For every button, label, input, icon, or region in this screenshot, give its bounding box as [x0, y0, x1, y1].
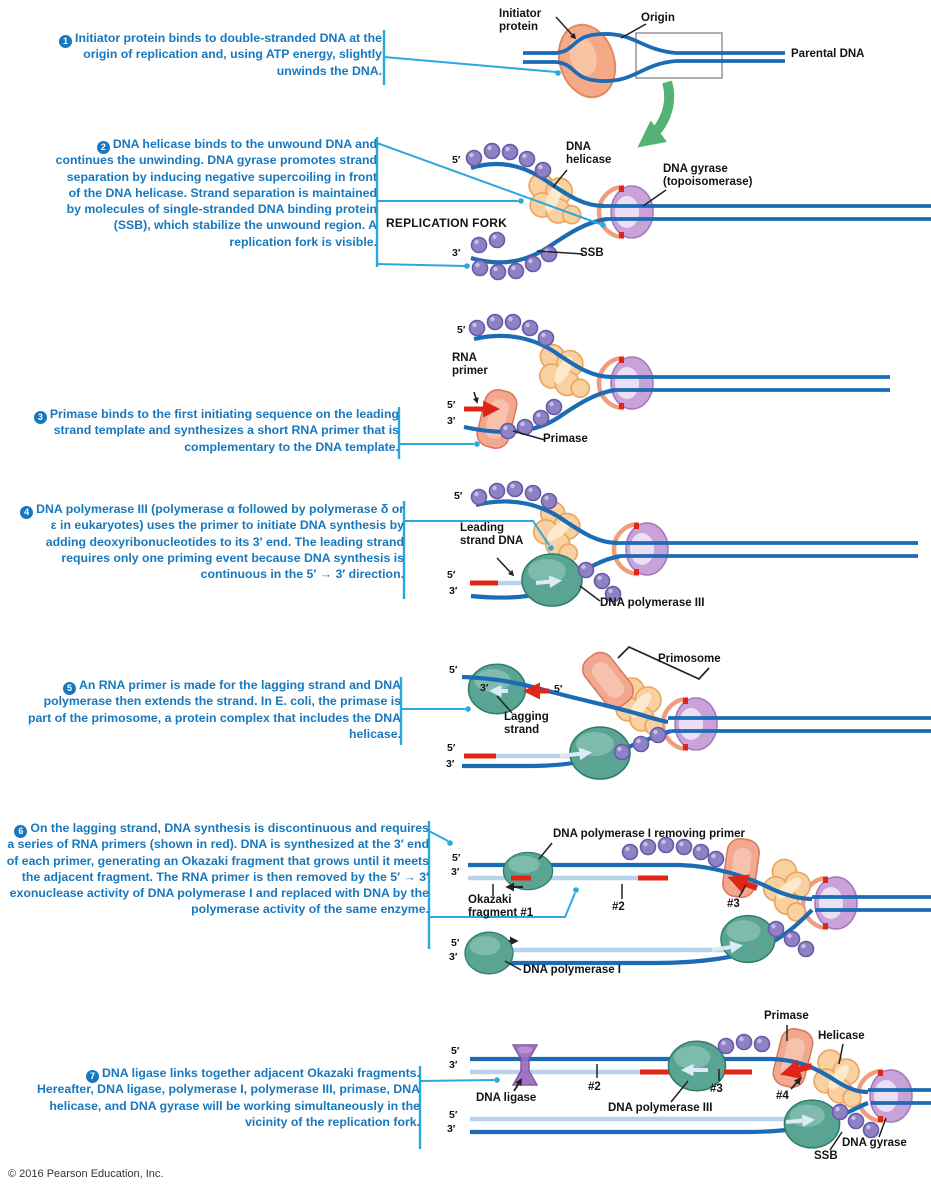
origin-zoom-box	[635, 32, 723, 79]
primase-label: Primase	[764, 1010, 809, 1022]
rna-primer-icon	[780, 1059, 813, 1080]
dna-gyrase-short-label: DNA gyrase	[842, 1137, 907, 1149]
primase-icon	[473, 386, 521, 452]
pol1-removing-primer-label: DNA polymerase I removing primer	[553, 828, 745, 840]
dna-polymerase-1-icon	[502, 851, 554, 891]
fragment-4-label: #4	[776, 1090, 789, 1102]
three-prime-label: 3′	[452, 247, 461, 259]
primase-label: Primase	[543, 433, 588, 445]
dna-gyrase-icon	[858, 1070, 912, 1122]
three-prime-label: 3′	[447, 415, 456, 427]
helicase-icon	[813, 1049, 862, 1108]
dna-gyrase-label: DNA gyrase (topoisomerase)	[663, 163, 753, 188]
fragment-3-label: #3	[727, 898, 740, 910]
copyright-notice: © 2016 Pearson Education, Inc.	[8, 1168, 164, 1180]
five-prime-label: 5′	[452, 852, 461, 864]
five-prime-label: 5′	[451, 1045, 460, 1057]
green-arrow-icon	[637, 80, 675, 148]
primosome-label: Primosome	[658, 653, 721, 665]
five-prime-label: 5′	[554, 683, 563, 695]
leading-strand-label: Leading strand DNA	[460, 522, 524, 547]
parental-dna-label: Parental DNA	[791, 48, 865, 60]
five-prime-label: 5′	[457, 324, 466, 336]
five-prime-label: 5′	[454, 490, 463, 502]
panel-origin	[382, 16, 785, 148]
fragment-2-label: #2	[588, 1081, 601, 1093]
step-3-badge: 3	[33, 410, 47, 424]
panel-okazaki-fragments	[427, 821, 931, 975]
dna-polymerase-3-label: DNA polymerase III	[608, 1102, 713, 1114]
step-6-badge: 6	[14, 824, 28, 838]
dna-gyrase-icon	[614, 523, 668, 575]
dna-gyrase-icon	[599, 357, 653, 409]
dna-polymerase-icon	[720, 914, 776, 964]
panel-replication-fork	[375, 137, 931, 281]
ssb-label: SSB	[580, 247, 604, 259]
step-5-badge: 5	[62, 681, 76, 695]
five-prime-label: 5′	[449, 1109, 458, 1121]
three-prime-label: 3′	[449, 951, 458, 963]
initiator-protein-label: Initiator protein	[499, 8, 542, 33]
dna-polymerase-1-icon	[464, 931, 514, 975]
five-prime-label: 5′	[447, 742, 456, 754]
five-prime-label: 5′	[451, 937, 460, 949]
ssb-label: SSB	[814, 1150, 838, 1162]
three-prime-label: 3′	[447, 1123, 456, 1135]
five-prime-label: 5′	[447, 399, 456, 411]
fragment-3-label: #3	[710, 1083, 723, 1095]
dna-polymerase-3-label: DNA polymerase III	[600, 597, 705, 609]
panel-primase	[397, 313, 890, 459]
dna-gyrase-icon	[599, 186, 653, 238]
panel-leading-strand	[402, 480, 918, 607]
dna-ligase-label: DNA ligase	[476, 1092, 537, 1104]
step-2-badge: 2	[96, 140, 110, 154]
rna-primer-label: RNA primer	[452, 352, 488, 377]
lagging-strand-label: Lagging strand	[504, 711, 549, 736]
five-prime-label: 5′	[452, 154, 461, 166]
step-1-badge: 1	[59, 34, 73, 48]
okazaki-fragment-1-label: Okazaki fragment #1	[468, 894, 534, 919]
primosome-bracket	[617, 645, 710, 681]
dna-polymerase-icon	[783, 1099, 841, 1149]
step-7-badge: 7	[86, 1069, 99, 1083]
helicase-label: Helicase	[818, 1030, 865, 1042]
fragment-2-label: #2	[612, 901, 625, 913]
three-prime-label: 3′	[449, 585, 458, 597]
dna-gyrase-icon	[803, 877, 857, 929]
replication-fork-label: REPLICATION FORK	[386, 216, 507, 230]
five-prime-label: 5′	[449, 664, 458, 676]
origin-label: Origin	[641, 12, 675, 24]
dna-polymerase-1-label: DNA polymerase I	[523, 964, 621, 976]
dna-helicase-label: DNA helicase	[566, 141, 612, 166]
three-prime-label: 3′	[451, 866, 460, 878]
rna-primer-icon	[727, 874, 759, 894]
three-prime-label: 3′	[446, 758, 455, 770]
panel-lagging-strand	[399, 645, 931, 780]
dna-ligase-icon	[511, 1044, 539, 1086]
panel-ligation	[418, 1025, 931, 1151]
three-prime-label: 3′	[449, 1059, 458, 1071]
three-prime-label: 3′	[480, 682, 489, 694]
dna-gyrase-icon	[663, 698, 717, 750]
step-4-badge: 4	[20, 505, 34, 519]
five-prime-label: 5′	[447, 569, 456, 581]
